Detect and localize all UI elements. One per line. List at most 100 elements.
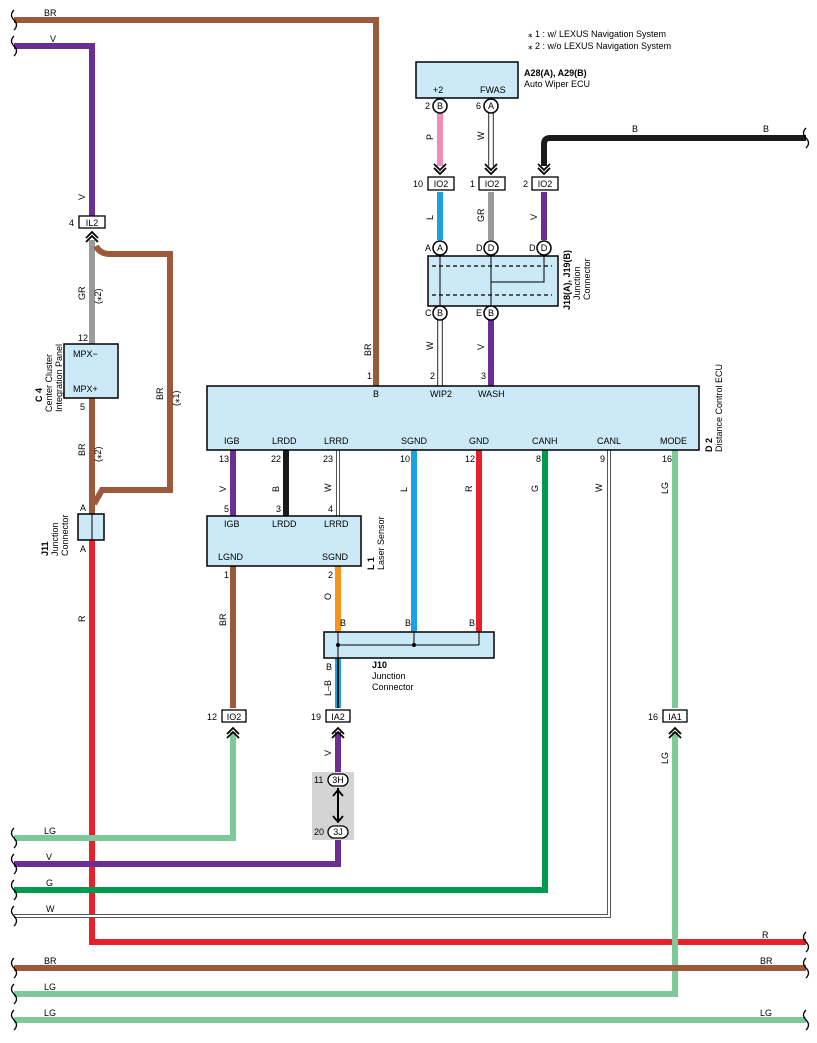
wire-label-v-il2: V	[77, 194, 87, 200]
ls-pin-lrdd: LRDD	[272, 519, 297, 529]
connector-3j: 3J	[333, 827, 343, 837]
wire-label-b-lrdd: B	[271, 486, 281, 492]
c4-name2: Integration Panel	[54, 344, 64, 412]
ecu-pin-b: B	[373, 389, 379, 399]
ecu-pin-igb: IGB	[224, 436, 240, 446]
ecu-name: Distance Control ECU	[714, 364, 724, 452]
bus-label-v: V	[46, 852, 52, 862]
pin-ecu-1: 1	[367, 371, 372, 381]
term-d-j18-1: D	[488, 243, 495, 253]
wire-label-l-sgnd: L	[399, 487, 409, 492]
pin-il2-4: 4	[69, 218, 74, 228]
auto-wiper-name: Auto Wiper ECU	[524, 79, 590, 89]
pin-ls-2: 2	[328, 570, 333, 580]
pin-io2-2: 2	[523, 179, 528, 189]
wire-label-lg-mode: LG	[660, 482, 670, 494]
ecu-pin-wip2: WIP2	[430, 389, 452, 399]
ls-pin-igb: IGB	[224, 519, 240, 529]
pin-ecu-10: 10	[400, 454, 410, 464]
pin-ecu-3: 3	[481, 371, 486, 381]
connector-ia1: IA1	[668, 712, 682, 722]
connector-3h: 3H	[332, 775, 344, 785]
wire-label-w1: W	[476, 131, 486, 140]
note-1: ⁎ 1 : w/ LEXUS Navigation System	[528, 29, 666, 39]
pin-ecu-22: 22	[271, 454, 281, 464]
center-cluster-box	[63, 343, 119, 399]
wire-v-3j	[14, 838, 341, 867]
ecu-code: D 2	[704, 438, 714, 452]
pin-ls-5: 5	[224, 504, 229, 514]
ls-code: L 1	[366, 557, 376, 570]
bus-label-r: R	[762, 930, 769, 940]
c4-pin-mpx-minus: MPX−	[73, 349, 98, 359]
laser-sensor-box	[206, 515, 362, 567]
term-d-j18-2: D	[541, 243, 548, 253]
note-2: ⁎ 2 : w/o LEXUS Navigation System	[528, 41, 671, 51]
term-label-e-j18: E	[476, 308, 482, 318]
term-label-d-j18-1: D	[476, 243, 483, 253]
connector-ia2: IA2	[331, 712, 345, 722]
ecu-pin-canh: CANH	[532, 436, 558, 446]
break-marks	[10, 9, 810, 1031]
c4-code: C 4	[34, 388, 44, 402]
j11-name1: Junction	[50, 522, 60, 556]
connector-io2-b: IO2	[485, 179, 500, 189]
wire-label-r-vert: R	[77, 615, 87, 622]
mark-n2-a: (⁎2)	[93, 288, 103, 304]
wire-label-br-c4: BR	[77, 443, 87, 456]
wire-label-b-top1: B	[632, 124, 638, 134]
wire-label-v1: V	[529, 214, 539, 220]
wire-g-canh	[14, 450, 548, 893]
auto-wiper-code: A28(A), A29(B)	[524, 68, 587, 78]
term-label-c-j18: C	[425, 308, 432, 318]
wire-label-w-lrrd: W	[323, 483, 333, 492]
pin-ecu-13: 13	[219, 454, 229, 464]
connector-il2: IL2	[86, 218, 99, 228]
bus-label-lg3-right: LG	[760, 1008, 772, 1018]
pin-io2-10: 10	[413, 179, 423, 189]
wire-label-v-igb: V	[218, 486, 228, 492]
pin-ecu-12: 12	[465, 454, 475, 464]
wire-label-gr-c4: GR	[77, 286, 87, 300]
term-a-j18: A	[437, 243, 443, 253]
wire-label-l1: L	[425, 215, 435, 220]
pin-aw-2: 2	[425, 101, 430, 111]
pin-ls-4: 4	[328, 504, 333, 514]
term-a-j11-top: A	[80, 503, 86, 513]
term-b-aw: B	[437, 101, 443, 111]
bus-label-g: G	[46, 878, 53, 888]
pin-ecu-8: 8	[536, 454, 541, 464]
ls-pin-lrrd: LRRD	[324, 519, 349, 529]
j10-term-b2: B	[405, 618, 411, 628]
pin-ls-1: 1	[224, 570, 229, 580]
wire-label-r-gnd: R	[464, 485, 474, 492]
pin-ecu-16: 16	[662, 454, 672, 464]
junction-j18-box	[427, 255, 559, 307]
wire-label-g-canh: G	[530, 485, 540, 492]
auto-wiper-pin-plus2: +2	[433, 85, 443, 95]
wire-label-o: O	[323, 593, 333, 600]
wire-label-v-top: V	[50, 34, 56, 44]
c4-name1: Center Cluster	[44, 354, 54, 412]
pin-3j-20: 20	[314, 827, 324, 837]
term-label-a-j18: A	[425, 243, 431, 253]
connector-io2-d: IO2	[227, 712, 242, 722]
j10-term-b3: B	[469, 618, 475, 628]
junction-j11-box	[77, 513, 105, 541]
term-b-j18-2: B	[488, 308, 494, 318]
junction-j18-name2: Connector	[582, 258, 592, 300]
wire-label-b-top2: B	[763, 124, 769, 134]
distance-ecu-box	[206, 385, 700, 451]
bus-label-lg2: LG	[44, 982, 56, 992]
pin-c4-5: 5	[80, 402, 85, 412]
wire-v-top	[14, 43, 95, 216]
pin-ecu-9: 9	[600, 454, 605, 464]
wire-label-br-vert: BR	[363, 343, 373, 356]
wire-label-br-top: BR	[44, 8, 57, 18]
term-label-d-j18-2: D	[529, 243, 536, 253]
wire-label-br-lgnd: BR	[218, 613, 228, 626]
c4-pin-mpx-plus: MPX+	[73, 384, 98, 394]
ecu-pin-lrrd: LRRD	[324, 436, 349, 446]
wire-br-top	[14, 17, 379, 386]
